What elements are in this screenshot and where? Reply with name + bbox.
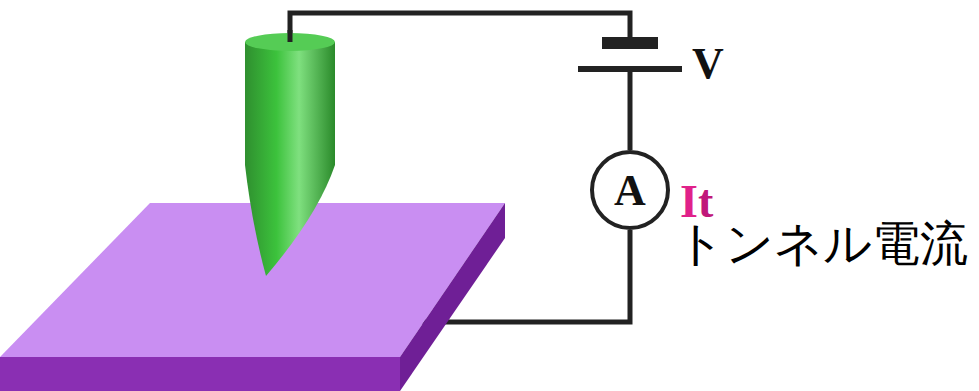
ammeter-letter: A <box>614 165 646 216</box>
wire <box>628 72 633 150</box>
sample-side <box>400 203 505 391</box>
tunnel-current-label: トンネル電流 <box>676 212 968 276</box>
wire <box>290 13 630 42</box>
battery-long-plate <box>578 66 682 72</box>
ammeter-circle: A <box>590 150 670 230</box>
sample-front <box>0 357 400 391</box>
stm-tip <box>245 42 335 276</box>
battery-short-plate <box>602 37 658 49</box>
voltage-label: V <box>692 38 724 89</box>
wire <box>288 30 293 42</box>
